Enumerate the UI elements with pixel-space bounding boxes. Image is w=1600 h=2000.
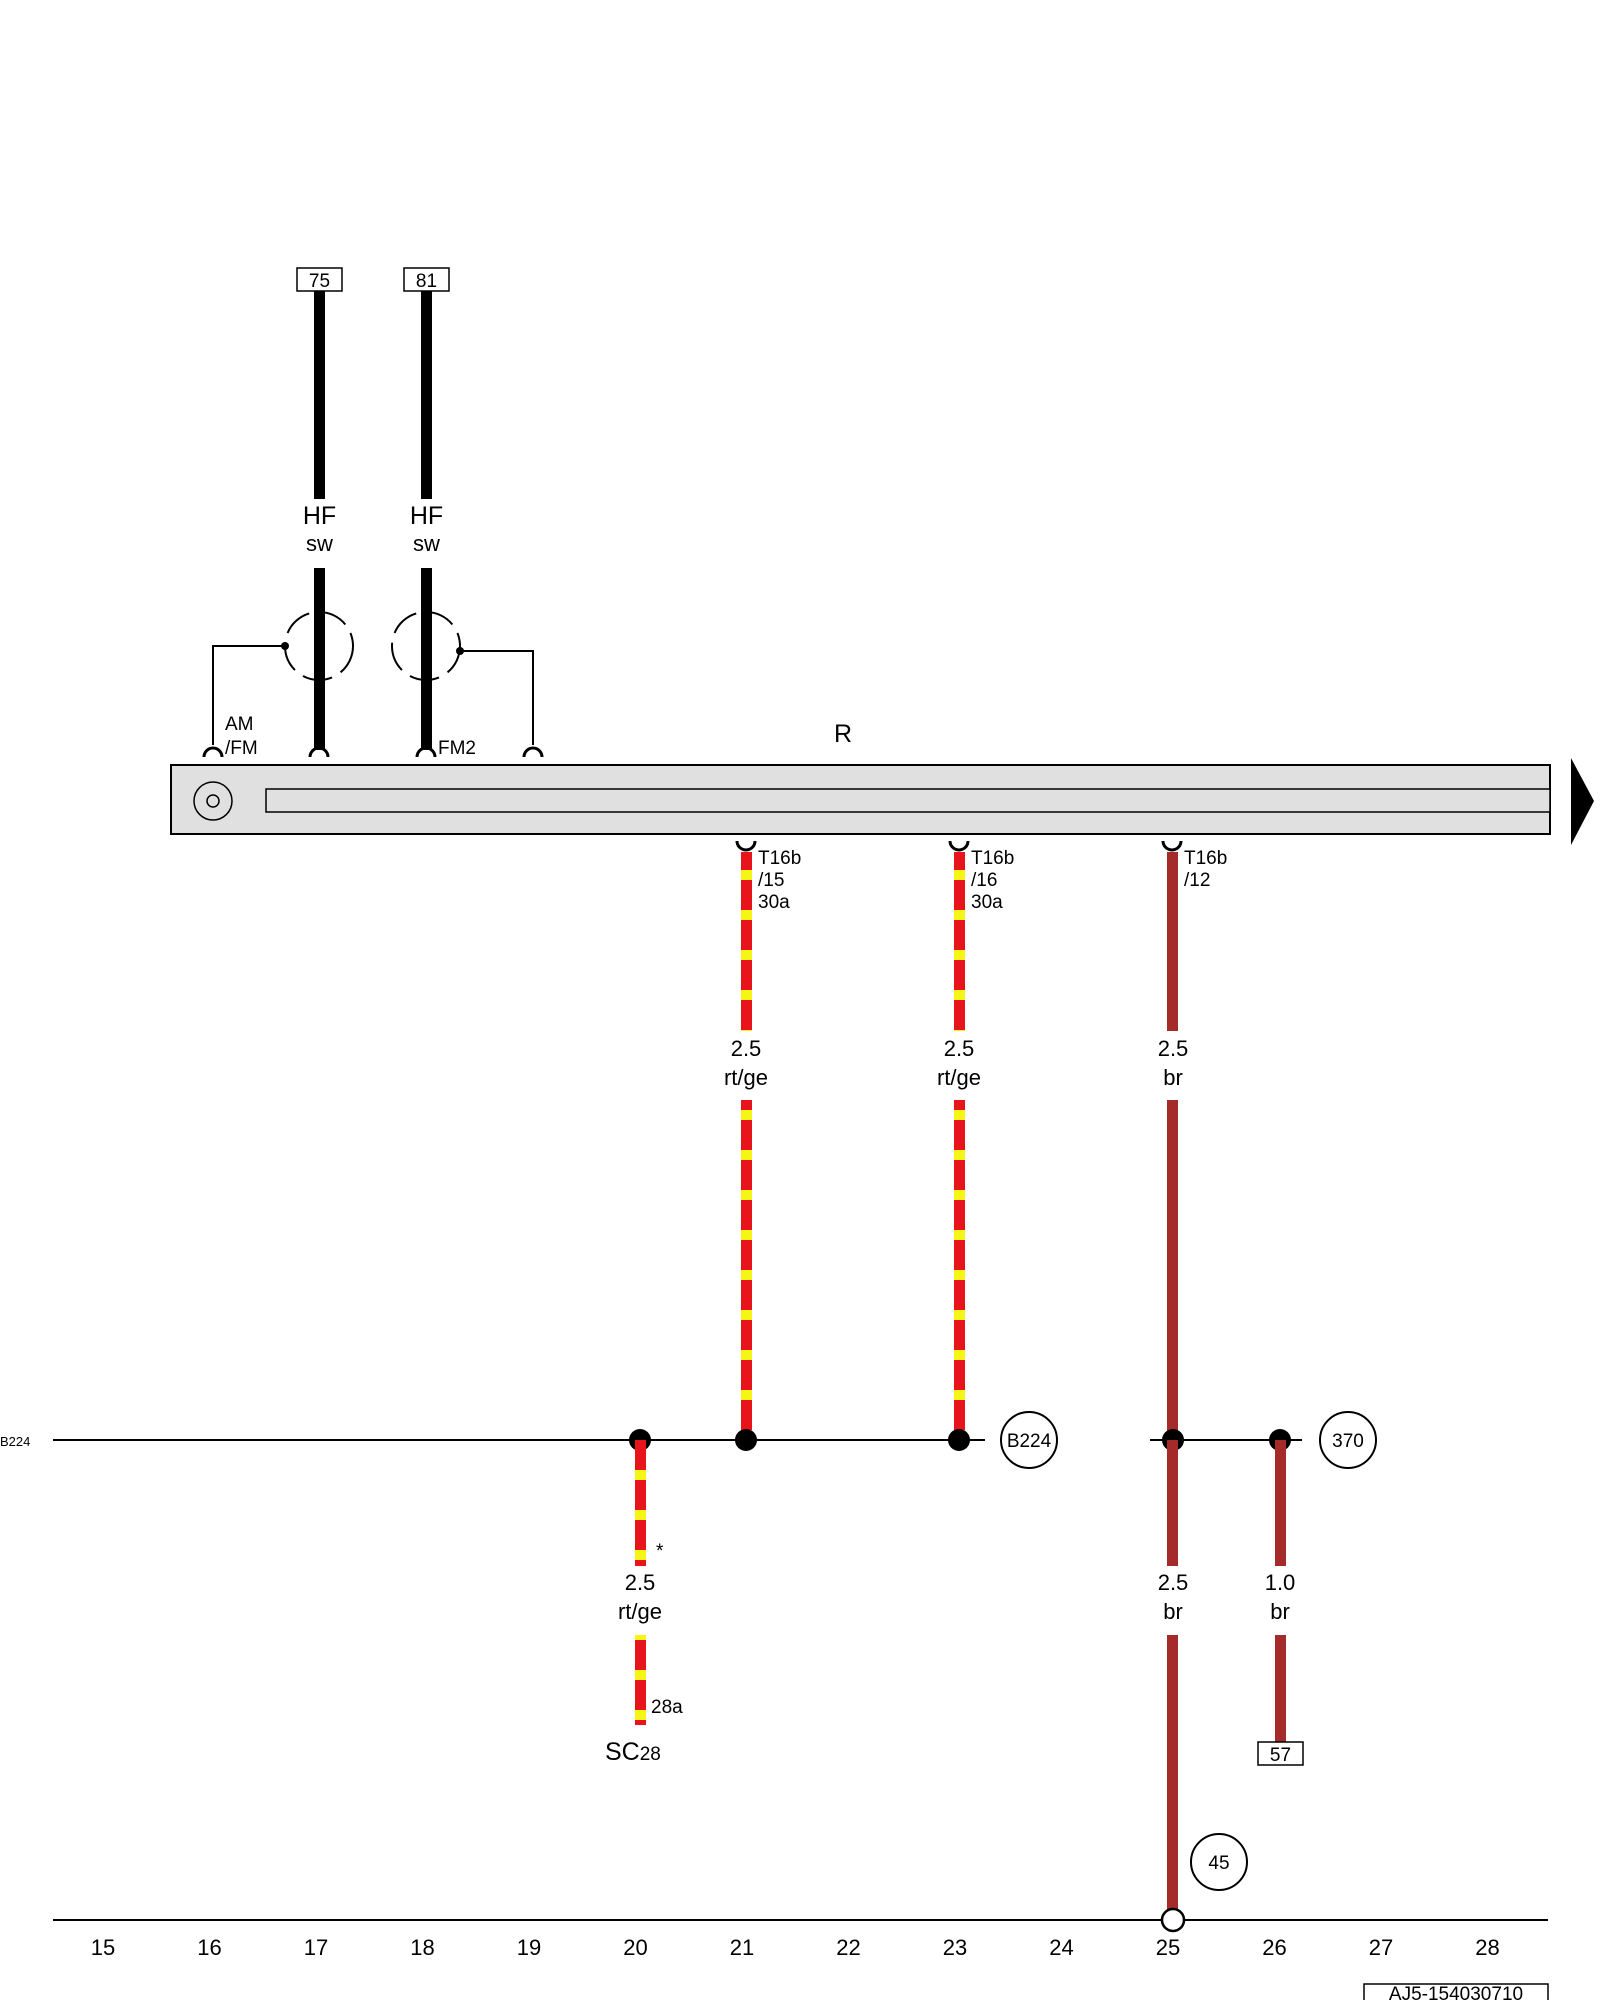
svg-text:57: 57 (1270, 1745, 1291, 1766)
wire-br-25-upper (1167, 852, 1178, 1031)
wire-color-23: rt/ge (937, 1065, 981, 1090)
wire-rtge-20-upper (635, 1440, 646, 1566)
svg-text:81: 81 (416, 271, 437, 292)
radio-label: R (834, 720, 852, 748)
track-number: 22 (836, 1935, 860, 1960)
fuse-pin-label: 28a (651, 1697, 683, 1718)
track-number: 27 (1369, 1935, 1393, 1960)
wire-size-21: 2.5 (731, 1036, 762, 1061)
track-number-row: 15 16 17 18 19 20 21 22 23 24 25 26 27 28 (91, 1935, 1500, 1960)
fm2-pin-label: FM2 (438, 738, 476, 759)
antenna-code-81: HF (410, 502, 443, 530)
junction-23 (948, 1429, 970, 1451)
svg-text:370: 370 (1332, 1431, 1364, 1452)
wire-color-25: br (1163, 1065, 1183, 1090)
wire-color-25-ground: br (1163, 1599, 1183, 1624)
wire-rtge-23-upper (954, 852, 965, 1031)
svg-text:75: 75 (309, 271, 330, 292)
continuation-arrow-icon (1571, 758, 1594, 845)
ground-connection-point (1160, 1907, 1186, 1933)
wire-br-25-ground-upper (1167, 1440, 1178, 1566)
wire-rtge-21-upper (741, 852, 752, 1031)
wire-color-21: rt/ge (724, 1065, 768, 1090)
wire-size-26: 1.0 (1265, 1570, 1296, 1595)
wire-rtge-23-lower (954, 1100, 965, 1440)
radio-bottom-pins (735, 840, 1183, 852)
junction-21 (735, 1429, 757, 1451)
ref-circle-b224: B224 (1000, 1411, 1058, 1469)
track-number: 15 (91, 1935, 115, 1960)
wire-br-25-lower (1167, 1100, 1178, 1440)
svg-text:45: 45 (1208, 1853, 1229, 1874)
fuse-label: SC28 (605, 1738, 661, 1766)
ref-circle-45: 45 (1190, 1833, 1248, 1891)
track-number: 16 (197, 1935, 221, 1960)
ref-box-57: 57 (1257, 1741, 1304, 1766)
ref-box-81: 81 (403, 267, 450, 292)
bus-left-label: B224 (0, 1434, 30, 1449)
antenna-wire-81-lower (421, 568, 432, 750)
track-number: 21 (730, 1935, 754, 1960)
wire-br-26-upper (1275, 1440, 1286, 1566)
ref-circle-370: 370 (1319, 1411, 1377, 1469)
shield-junction-left (281, 642, 289, 650)
antenna-code-75: HF (303, 502, 336, 530)
wire-rtge-20-lower (635, 1635, 646, 1725)
wire-color-20: rt/ge (618, 1599, 662, 1624)
ref-box-75: 75 (296, 267, 343, 292)
track-number: 25 (1156, 1935, 1180, 1960)
pin-label-t16b-16: T16b /16 30a (971, 848, 1020, 913)
pin-label-t16b-12: T16b /12 (1184, 848, 1233, 891)
wire-size-25: 2.5 (1158, 1036, 1189, 1061)
radio-unit (170, 764, 1551, 835)
pin-label-t16b-15: T16b /15 30a (758, 848, 807, 913)
radio-top-pins (202, 746, 544, 758)
wire-rtge-21-lower (741, 1100, 752, 1440)
track-number: 24 (1049, 1935, 1073, 1960)
wire-size-25-ground: 2.5 (1158, 1570, 1189, 1595)
track-number: 18 (410, 1935, 434, 1960)
track-number: 23 (943, 1935, 967, 1960)
track-number: 20 (623, 1935, 647, 1960)
wire-br-26-lower (1275, 1635, 1286, 1742)
track-number: 19 (517, 1935, 541, 1960)
wire-color-26: br (1270, 1599, 1290, 1624)
wire-size-20: 2.5 (625, 1570, 656, 1595)
shield-junction-right (456, 647, 464, 655)
wire-br-25-ground-lower (1167, 1635, 1178, 1918)
am-fm-pin-label: AM/FM (225, 714, 258, 759)
svg-text:B224: B224 (1007, 1431, 1052, 1452)
antenna-color-75: sw (306, 531, 333, 556)
antenna-wire-81-upper (421, 291, 432, 499)
antenna-wire-75-upper (314, 291, 325, 499)
coax-shield-81 (391, 611, 461, 681)
shield-wire-right (460, 650, 534, 745)
track-number: 26 (1262, 1935, 1286, 1960)
doc-code-box: AJ5-154030710 (1363, 1983, 1549, 2000)
shield-wire-left (212, 645, 285, 745)
track-number: 28 (1475, 1935, 1499, 1960)
track-number: 17 (304, 1935, 328, 1960)
antenna-wire-75-lower (314, 568, 325, 750)
svg-text:AJ5-154030710: AJ5-154030710 (1389, 1984, 1523, 2000)
asterisk-note: * (656, 1541, 664, 1562)
wire-size-23: 2.5 (944, 1036, 975, 1061)
antenna-color-81: sw (413, 531, 440, 556)
